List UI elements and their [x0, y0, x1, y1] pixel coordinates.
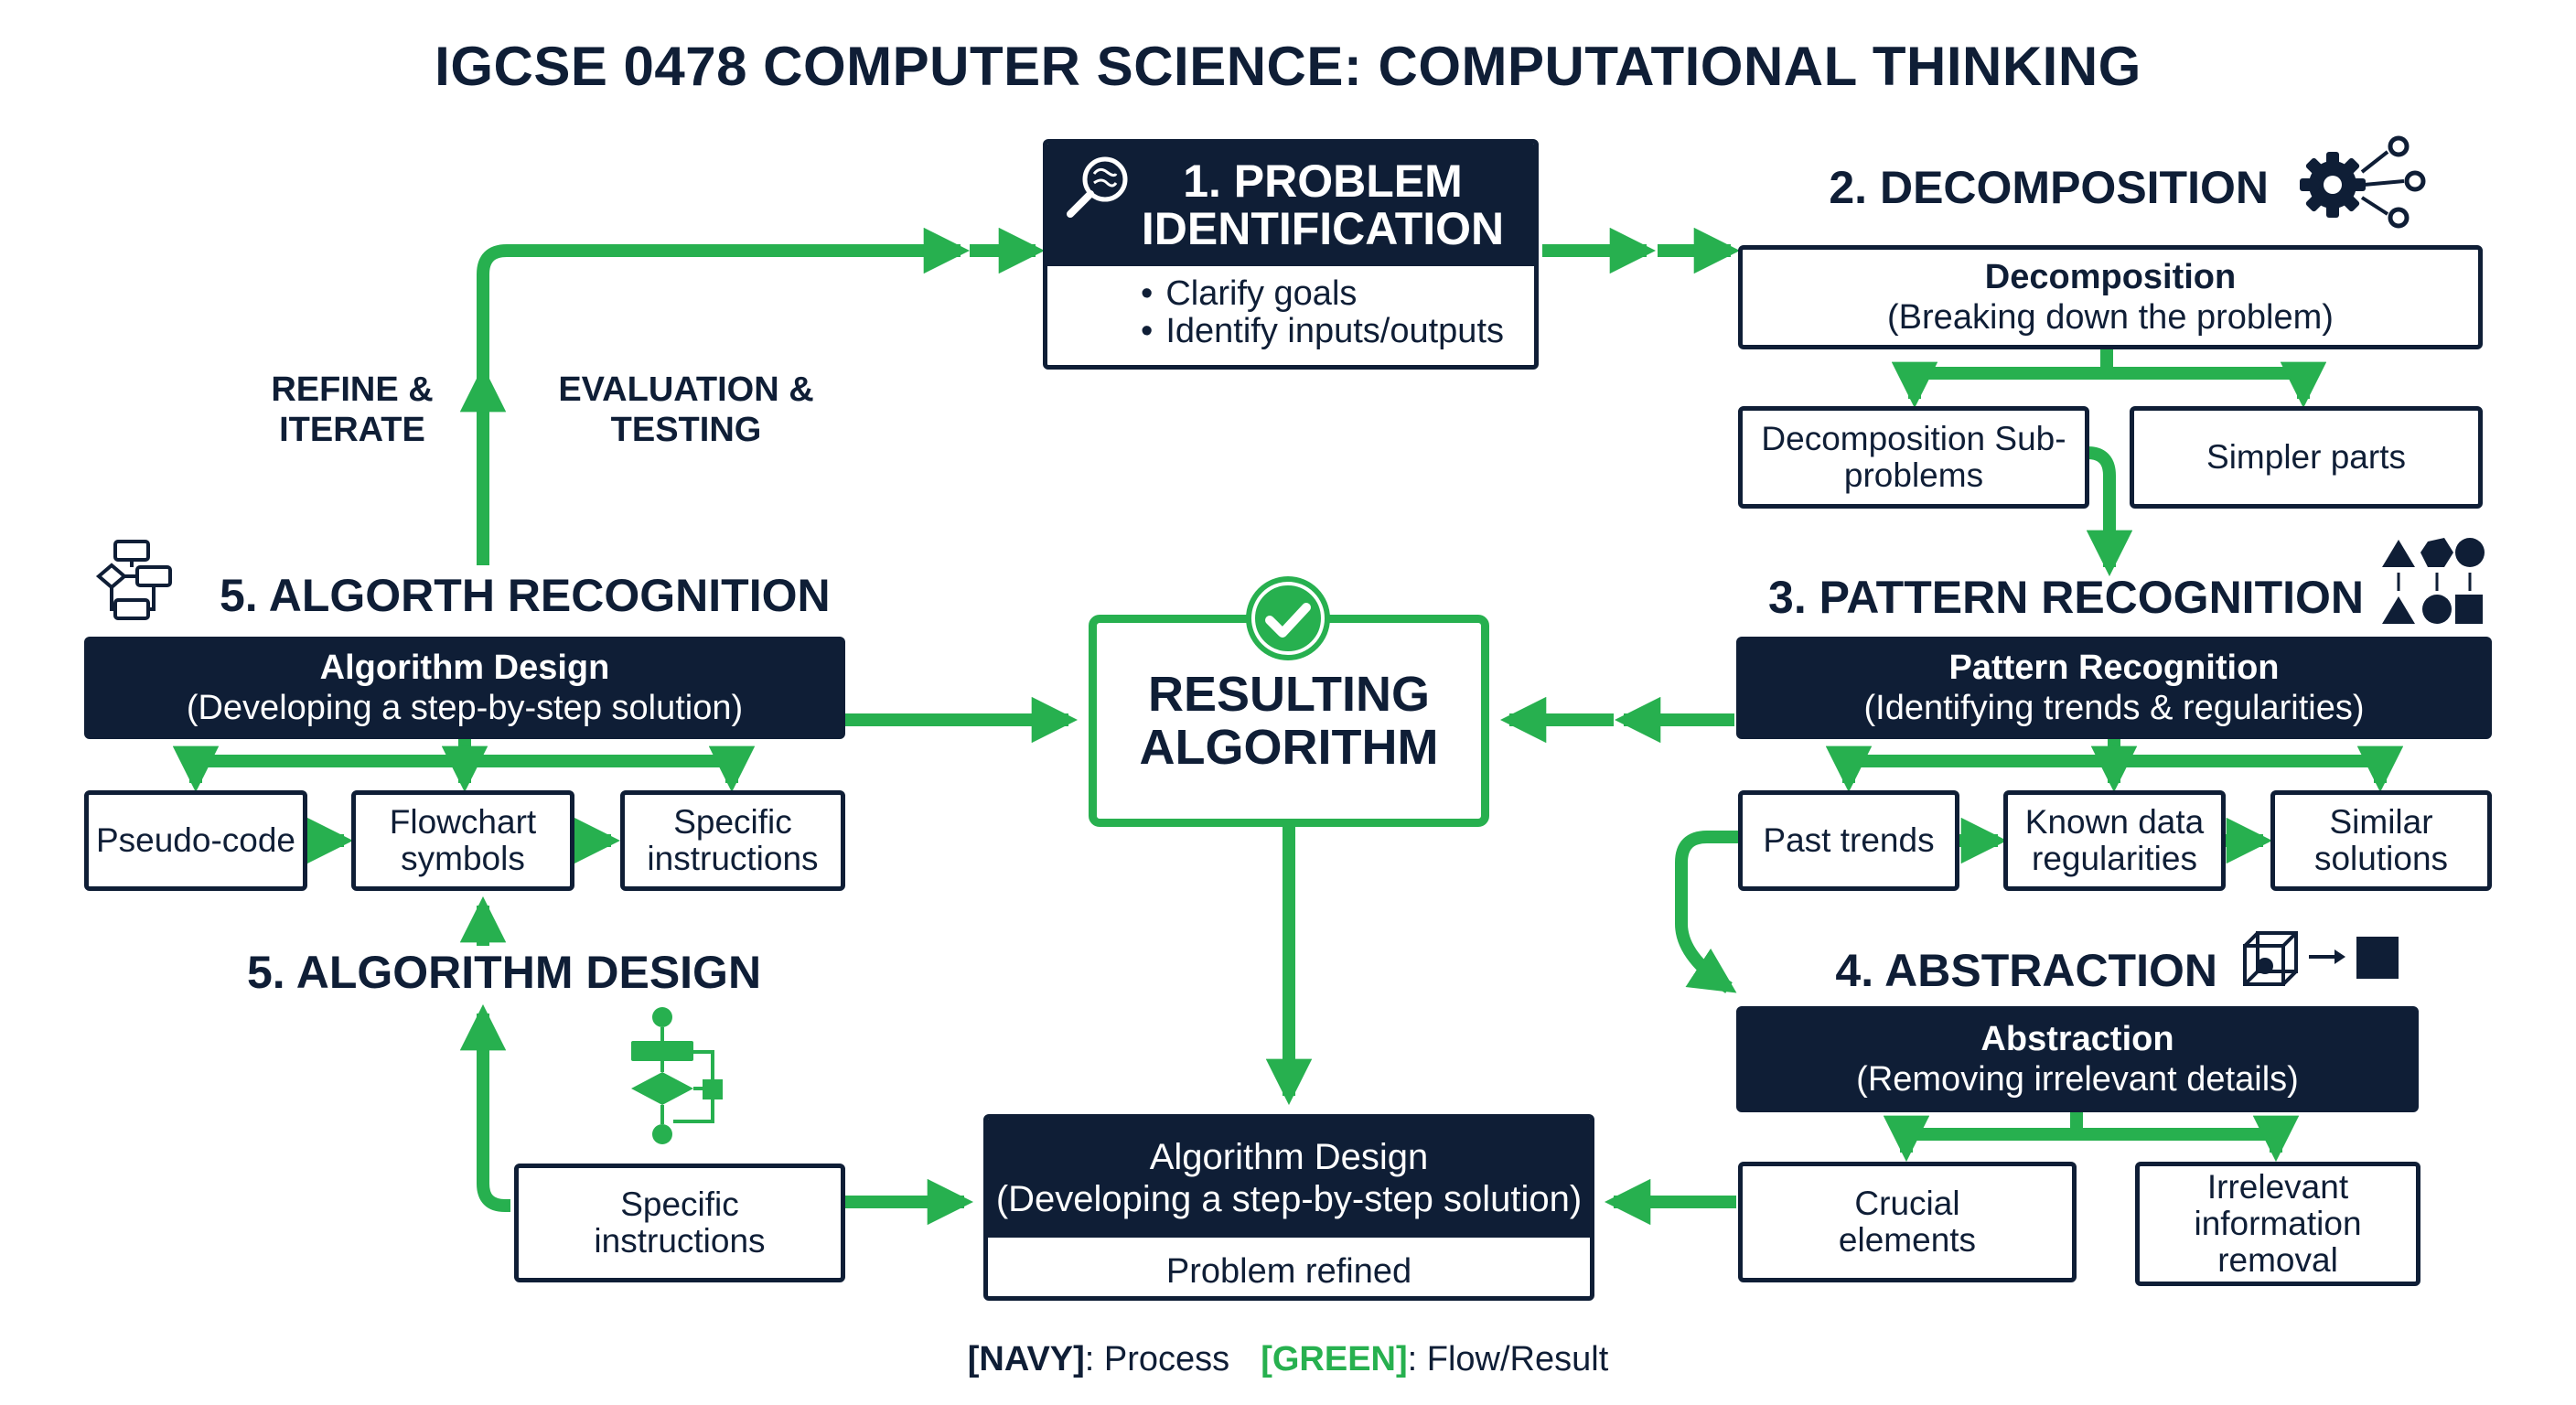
algorithm-recognition-heading: 5. ALGORTH RECOGNITION	[220, 570, 831, 621]
check-icon	[1246, 576, 1330, 660]
pattern-recognition-box-subtitle: (Identifying trends & regularities)	[1863, 689, 2365, 727]
algorithm-recognition-box-subtitle: (Developing a step-by-step solution)	[186, 689, 744, 727]
sub-problems-box: Decomposition Sub-problems	[1738, 406, 2089, 509]
decomposition-box: Decomposition (Breaking down the problem…	[1738, 245, 2483, 349]
pattern-recognition-box-title: Pattern Recognition	[1948, 649, 2280, 687]
pattern-to-abstraction-arrow	[1675, 831, 1738, 993]
legend-navy-text: : Process	[1084, 1340, 1230, 1378]
refine-iterate-label: REFINE & ITERATE	[271, 370, 434, 449]
abstraction-box: Abstraction (Removing irrelevant details…	[1736, 1006, 2419, 1112]
pseudo-code-box: Pseudo-code	[84, 790, 307, 891]
legend: [NAVY]: Process [GREEN]: Flow/Result	[0, 1340, 2576, 1379]
legend-green-text: : Flow/Result	[1407, 1340, 1609, 1378]
similar-solutions-box: Similar solutions	[2270, 790, 2492, 891]
algorithm-design-heading: 5. ALGORITHM DESIGN	[247, 947, 762, 998]
loop-top-arrow	[477, 227, 971, 375]
abstraction-box-title: Abstraction	[1980, 1020, 2174, 1058]
flowchart-symbols-box: Flowchart symbols	[351, 790, 574, 891]
bottom-algorithm-design-card: Algorithm Design (Developing a step-by-s…	[983, 1114, 1594, 1301]
specific-instructions-design-box: Specific instructions	[514, 1164, 845, 1282]
bottom-card-header: Algorithm Design (Developing a step-by-s…	[988, 1119, 1590, 1238]
crucial-elements-box: Crucial elements	[1738, 1162, 2077, 1282]
legend-navy-key: [NAVY]	[967, 1340, 1085, 1378]
magnifier-icon	[1067, 156, 1128, 218]
decomposition-box-title: Decomposition	[1984, 258, 2237, 296]
past-trends-box: Past trends	[1738, 790, 1959, 891]
bottom-card-subtitle: (Developing a step-by-step solution)	[995, 1179, 1583, 1219]
subproblems-to-pattern-arrow	[2086, 446, 2133, 577]
abstraction-box-subtitle: (Removing irrelevant details)	[1856, 1060, 2299, 1099]
list-item: Clarify goals	[1141, 275, 1534, 313]
decomposition-heading: 2. DECOMPOSITION	[1829, 162, 2269, 213]
bottom-card-footer: Problem refined	[1165, 1251, 1412, 1291]
algorithm-recognition-box-title: Algorithm Design	[319, 649, 610, 687]
flowchart-icon	[95, 540, 172, 620]
resulting-algorithm-box: RESULTING ALGORITHM	[1089, 615, 1489, 827]
specific-instructions-box: Specific instructions	[620, 790, 845, 891]
evaluation-testing-label: EVALUATION & TESTING	[558, 370, 814, 449]
page-title: IGCSE 0478 COMPUTER SCIENCE: COMPUTATION…	[435, 36, 2141, 97]
gears-icon	[2300, 135, 2426, 229]
known-data-regularities-box: Known data regularities	[2003, 790, 2226, 891]
pattern-recognition-box: Pattern Recognition (Identifying trends …	[1736, 637, 2492, 739]
legend-green-key: [GREEN]	[1261, 1340, 1408, 1378]
pattern-recognition-heading: 3. PATTERN RECOGNITION	[1768, 572, 2364, 623]
algorithm-recognition-box: Algorithm Design (Developing a step-by-s…	[84, 637, 845, 739]
bottom-card-title: Algorithm Design	[1149, 1137, 1429, 1177]
green-flowchart-icon	[631, 1007, 723, 1144]
abstraction-heading: 4. ABSTRACTION	[1835, 945, 2217, 996]
irrelevant-information-removal-box: Irrelevant information removal	[2135, 1162, 2420, 1286]
list-item: Identify inputs/outputs	[1141, 313, 1534, 350]
problem-identification-list: Clarify goals Identify inputs/outputs	[1047, 275, 1534, 350]
problem-identification-heading: 1. PROBLEM IDENTIFICATION	[1047, 144, 1534, 266]
shapes-icon	[2382, 538, 2485, 624]
cube-to-square-icon	[2243, 931, 2399, 986]
decomposition-box-subtitle: (Breaking down the problem)	[1887, 298, 2334, 337]
specific-loop-arrow	[459, 1003, 511, 1212]
simpler-parts-box: Simpler parts	[2130, 406, 2483, 509]
